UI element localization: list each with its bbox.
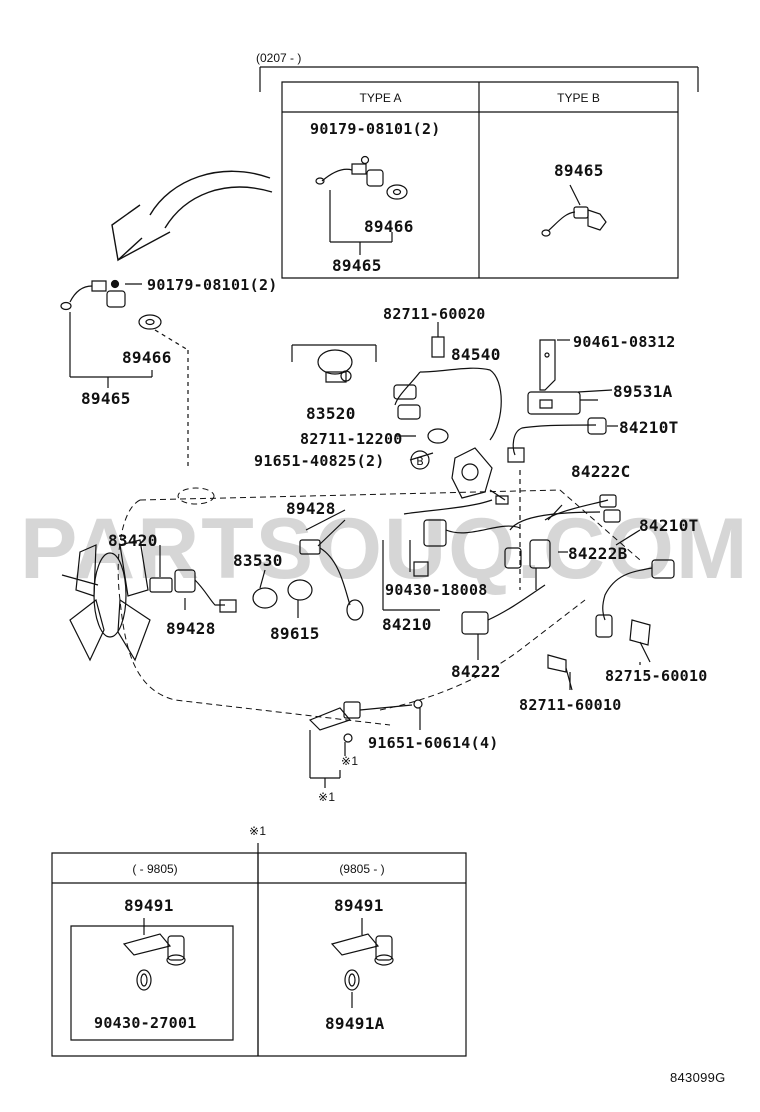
label-89465-type-a: 89465 bbox=[332, 256, 382, 275]
label-83530: 83530 bbox=[233, 551, 283, 570]
label-84210t-upper: 84210T bbox=[619, 418, 679, 437]
right-sensors-drawing bbox=[505, 340, 620, 590]
diagram-code: 843099G bbox=[670, 1070, 726, 1085]
engine-sensors-drawing bbox=[150, 500, 572, 788]
label-84210t-right: 84210T bbox=[639, 516, 699, 535]
bottom-right-date-range: (9805 - ) bbox=[339, 862, 385, 876]
label-82711-60020: 82711-60020 bbox=[383, 305, 486, 323]
type-table-frame bbox=[282, 82, 678, 278]
main-o2-sensor-drawing bbox=[61, 281, 188, 471]
callout-b-marker: B bbox=[416, 455, 424, 468]
type-b-sensor-drawing bbox=[542, 185, 606, 236]
label-82715-60010: 82715-60010 bbox=[605, 667, 708, 685]
right-84210t-drawing bbox=[596, 560, 674, 662]
bottom-section-frames bbox=[52, 843, 466, 1056]
label-89491a: 89491A bbox=[325, 1014, 385, 1033]
note-mark-1: ※1 bbox=[341, 754, 359, 768]
label-84222: 84222 bbox=[451, 662, 501, 681]
type-b-header: TYPE B bbox=[557, 91, 600, 105]
label-83520: 83520 bbox=[306, 404, 356, 423]
label-89465-type-b: 89465 bbox=[554, 161, 604, 180]
label-89428-upper: 89428 bbox=[286, 499, 336, 518]
note-mark-3: ※1 bbox=[249, 824, 267, 838]
label-84222c: 84222C bbox=[571, 462, 631, 481]
engine-block-outline bbox=[118, 488, 640, 725]
label-90179-08101-main: 90179-08101(2) bbox=[147, 276, 278, 294]
top-range-bracket bbox=[260, 67, 698, 92]
large-arrow bbox=[112, 171, 272, 260]
label-84540: 84540 bbox=[451, 345, 501, 364]
label-89615: 89615 bbox=[270, 624, 320, 643]
label-90430-27001: 90430-27001 bbox=[94, 1014, 197, 1032]
label-89491-right: 89491 bbox=[334, 896, 384, 915]
bracket-89491-left-drawing bbox=[124, 918, 185, 990]
label-91651-60614: 91651-60614(4) bbox=[368, 734, 499, 752]
label-90179-08101-type-a: 90179-08101(2) bbox=[310, 120, 441, 138]
note-mark-2: ※1 bbox=[318, 790, 336, 804]
label-91651-40825: 91651-40825(2) bbox=[254, 452, 385, 470]
label-89428-lower: 89428 bbox=[166, 619, 216, 638]
cooling-fan-drawing bbox=[62, 540, 150, 660]
label-89531a: 89531A bbox=[613, 382, 673, 401]
label-90461-08312: 90461-08312 bbox=[573, 333, 676, 351]
label-89491-left: 89491 bbox=[124, 896, 174, 915]
label-89465-main: 89465 bbox=[81, 389, 131, 408]
bottom-left-date-range: ( - 9805) bbox=[132, 862, 178, 876]
bracket-83520 bbox=[292, 345, 376, 382]
label-89466-main: 89466 bbox=[122, 348, 172, 367]
label-83420: 83420 bbox=[108, 531, 158, 550]
leader-lines bbox=[125, 284, 640, 756]
label-82711-60010: 82711-60010 bbox=[519, 696, 622, 714]
label-90430-18008: 90430-18008 bbox=[385, 581, 488, 599]
label-84210: 84210 bbox=[382, 615, 432, 634]
type-a-header: TYPE A bbox=[359, 91, 402, 105]
type-a-sensor-drawing bbox=[316, 157, 407, 256]
label-82711-12200: 82711-12200 bbox=[300, 430, 403, 448]
bracket-89491-right-drawing bbox=[332, 918, 393, 1008]
top-date-range: (0207 - ) bbox=[256, 51, 302, 65]
label-84222b: 84222B bbox=[568, 544, 628, 563]
label-89466-type-a: 89466 bbox=[364, 217, 414, 236]
